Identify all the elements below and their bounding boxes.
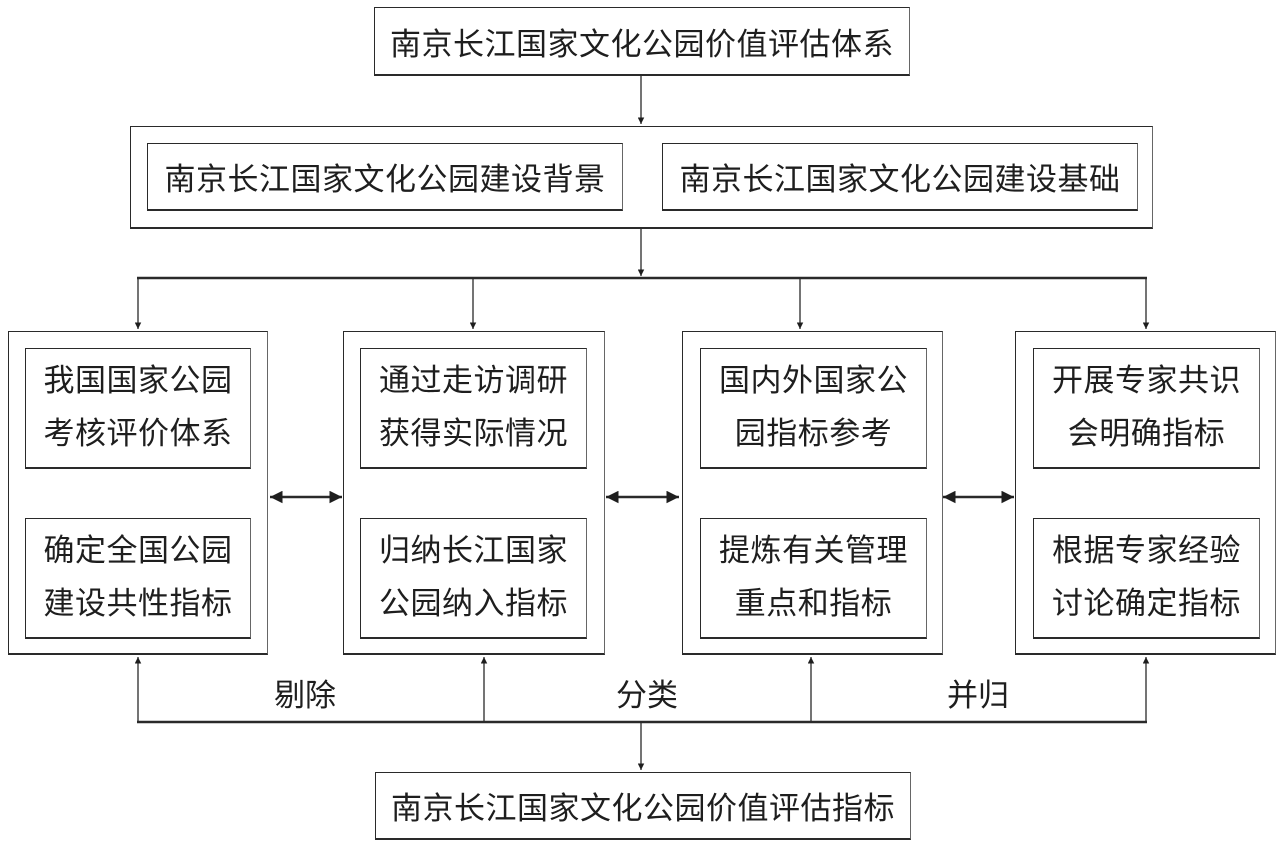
branch-2-top-line-2: 获得实际情况 <box>379 416 568 452</box>
branch-2-bottom-line-1: 归纳长江国家 <box>379 533 568 569</box>
basis-box: 南京长江国家文化公园建设基础 <box>662 143 1138 211</box>
branch-1-bottom-line-1: 确定全国公园 <box>43 533 233 569</box>
branch-4-top-box: 开展专家共识会明确指标 <box>1033 348 1260 469</box>
branch-1-bottom-line-2: 建设共性指标 <box>43 586 233 622</box>
branch-3-top-line-2: 园指标参考 <box>734 416 893 452</box>
branch-3-bottom-box: 提炼有关管理重点和指标 <box>700 518 927 639</box>
branch-4-bottom-line-1: 根据专家经验 <box>1052 533 1241 569</box>
branch-4-top-line-1: 开展专家共识 <box>1052 363 1241 399</box>
branch-2-top-line-1: 通过走访调研 <box>379 363 568 399</box>
branch-1-top-line-1: 我国国家公园 <box>43 363 233 399</box>
branch-1-bottom-box: 确定全国公园建设共性指标 <box>25 518 251 639</box>
branch-2-bottom-box: 归纳长江国家公园纳入指标 <box>360 518 587 639</box>
operation-remove-label: 剔除 <box>274 678 336 714</box>
branch-4-top-line-2: 会明确指标 <box>1067 416 1226 452</box>
operation-classify-label: 分类 <box>616 678 678 714</box>
basis-text: 南京长江国家文化公园建设基础 <box>679 162 1121 198</box>
branch-4-bottom-line-2: 讨论确定指标 <box>1052 586 1241 622</box>
branch-1-top-line-2: 考核评价体系 <box>43 416 233 452</box>
background-text: 南京长江国家文化公园建设背景 <box>164 162 606 198</box>
operation-merge-label: 并归 <box>947 678 1009 714</box>
title-box: 南京长江国家文化公园价值评估体系 <box>374 7 910 76</box>
branch-1-top-box: 我国国家公园考核评价体系 <box>25 348 251 469</box>
result-text: 南京长江国家文化公园价值评估指标 <box>391 791 895 827</box>
branch-4-bottom-box: 根据专家经验讨论确定指标 <box>1033 518 1260 639</box>
branch-3-top-box: 国内外国家公园指标参考 <box>700 348 927 469</box>
branch-2-top-box: 通过走访调研获得实际情况 <box>360 348 587 469</box>
title-text: 南京长江国家文化公园价值评估体系 <box>390 26 894 63</box>
branch-3-bottom-line-1: 提炼有关管理 <box>719 533 908 569</box>
branch-3-bottom-line-2: 重点和指标 <box>734 586 893 622</box>
branch-3-top-line-1: 国内外国家公 <box>719 363 908 399</box>
result-box: 南京长江国家文化公园价值评估指标 <box>375 772 911 840</box>
background-box: 南京长江国家文化公园建设背景 <box>147 143 623 211</box>
branch-2-bottom-line-2: 公园纳入指标 <box>379 586 568 622</box>
